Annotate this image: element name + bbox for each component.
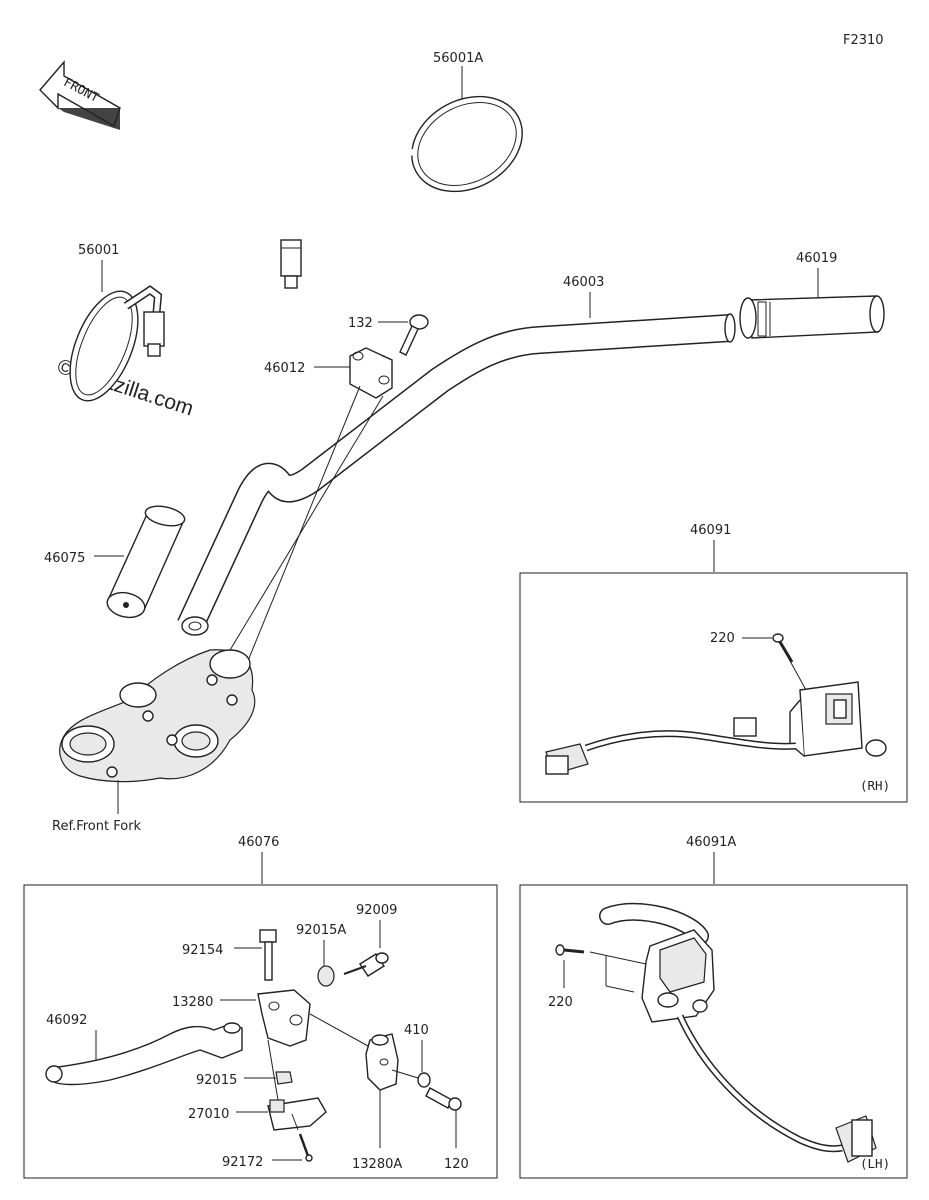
switch-rh-box	[519, 572, 908, 803]
rh-tag: (RH)	[860, 778, 890, 793]
label-switch-rh-assy: 46091	[690, 523, 731, 538]
handlebar-part[interactable]	[177, 313, 736, 636]
lever-46092-part[interactable]	[45, 1022, 243, 1086]
label-holder-13280: 13280	[172, 995, 213, 1010]
bolt-120-part[interactable]	[425, 1087, 462, 1111]
label-bolt-120: 120	[444, 1157, 469, 1172]
label-bolt-132: 132	[348, 316, 373, 331]
label-holder: 46012	[264, 361, 305, 376]
label-screw-92172: 92172	[222, 1155, 263, 1170]
label-nut-92015: 92015	[196, 1073, 237, 1088]
label-lever-assy: 46076	[238, 835, 279, 850]
label-washer-410: 410	[404, 1023, 429, 1038]
label-ref-front-fork: Ref.Front Fork	[52, 819, 142, 834]
holder-13280-part[interactable]	[257, 989, 311, 1047]
lever-box	[23, 884, 498, 1179]
triple-clamp-part	[59, 649, 256, 783]
mirror-right-part[interactable]	[280, 78, 539, 289]
screw-220-rh-part[interactable]	[772, 633, 794, 663]
label-bolt-92009: 92009	[356, 903, 397, 918]
label-spacer-92015a: 92015A	[296, 923, 346, 938]
front-arrow-icon: FRONT	[39, 60, 121, 130]
grip-right-part[interactable]	[739, 295, 885, 339]
holder-46012-part[interactable]	[349, 347, 393, 399]
grip-left-part[interactable]	[105, 503, 187, 621]
switch-lh-part[interactable]	[599, 902, 877, 1163]
label-handlebar: 46003	[563, 275, 604, 290]
label-screw-220-lh: 220	[548, 995, 573, 1010]
screw-220-lh-part[interactable]	[555, 944, 585, 956]
figure-code: F2310	[843, 33, 884, 48]
switch-rh-part[interactable]	[545, 681, 887, 775]
label-mirror-left: 56001	[78, 243, 119, 258]
mirror-left-part[interactable]	[56, 282, 165, 411]
spacer-92015a-part[interactable]	[317, 965, 335, 987]
label-mirror-right: 56001A	[433, 51, 483, 66]
bolt-132-part[interactable]	[399, 314, 429, 356]
label-lever-46092: 46092	[46, 1013, 87, 1028]
lh-tag: (LH)	[860, 1156, 890, 1171]
label-holder-13280a: 13280A	[352, 1157, 402, 1172]
screw-92172-part[interactable]	[298, 1133, 313, 1162]
label-screw-220-rh: 220	[710, 631, 735, 646]
holder-13280a-part[interactable]	[365, 1033, 399, 1091]
nut-92015-part[interactable]	[275, 1071, 293, 1085]
bolt-92154-part[interactable]	[259, 929, 277, 981]
switch-lh-box	[519, 884, 908, 1179]
bolt-92009-part[interactable]	[343, 952, 389, 977]
label-grip-right: 46019	[796, 251, 837, 266]
switch-27010-part[interactable]	[267, 1097, 327, 1131]
label-bolt-92154: 92154	[182, 943, 223, 958]
label-grip-left: 46075	[44, 551, 85, 566]
washer-410-part[interactable]	[417, 1072, 431, 1088]
label-switch-lh-assy: 46091A	[686, 835, 736, 850]
label-switch-27010: 27010	[188, 1107, 229, 1122]
